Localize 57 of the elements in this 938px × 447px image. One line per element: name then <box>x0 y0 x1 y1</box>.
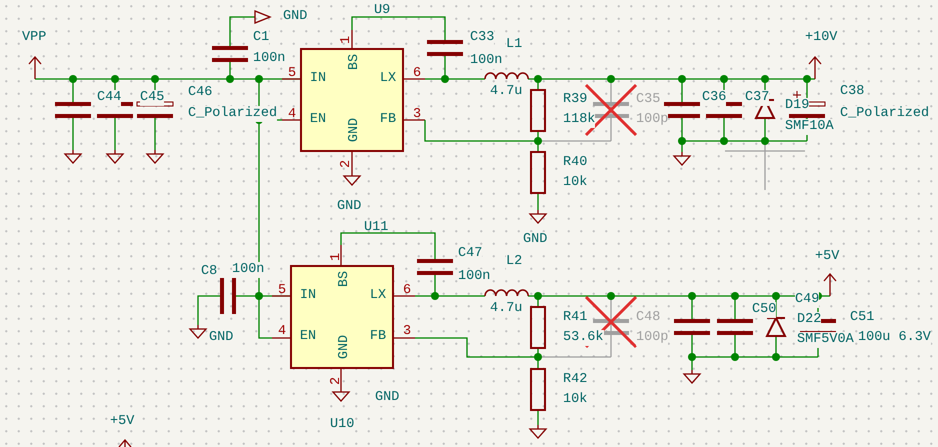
pin-name: GND <box>337 334 353 360</box>
pin-number: 4 <box>288 107 296 123</box>
component-label: C_Polarized <box>840 106 930 122</box>
component-label: 10k <box>563 392 588 408</box>
component-label: C45 <box>140 90 164 106</box>
pin-number: 2 <box>339 160 355 168</box>
component-label: C44 <box>97 90 122 106</box>
pin-number: 5 <box>278 283 286 299</box>
pin-number: 6 <box>412 66 422 82</box>
pin-name: EN <box>300 329 316 345</box>
pin-number: 1 <box>329 252 345 262</box>
pin-number: 3 <box>402 324 412 340</box>
pin-name: FB <box>370 329 386 345</box>
component-label: 100p <box>636 112 668 128</box>
component-label: 53.6k <box>563 330 604 346</box>
pin-number: 4 <box>278 324 286 340</box>
component-label: C33 <box>470 30 494 46</box>
component-label: SMF5V0A <box>797 332 854 348</box>
component-label: 100n <box>458 269 490 285</box>
component-label: C35 <box>636 92 660 108</box>
component-label: C37 <box>745 90 770 106</box>
component-label: VPP <box>22 30 46 46</box>
pin-number: 2 <box>329 376 345 386</box>
component-label: SMF10A <box>785 119 834 135</box>
pin-name: EN <box>310 112 326 128</box>
component-label: R40 <box>563 155 588 171</box>
component-label: 100n <box>470 53 502 69</box>
pin-number: 6 <box>402 283 412 299</box>
component-label: R39 <box>563 92 588 108</box>
component-label: GND <box>209 330 234 346</box>
component-label: 100u 6.3V <box>858 330 931 346</box>
pin-name: FB <box>380 112 396 128</box>
pin-number: 3 <box>412 107 422 123</box>
component-label: L2 <box>506 254 522 270</box>
component-label: U10 <box>330 417 354 433</box>
component-label: C49 <box>795 292 820 308</box>
component-label: 100n <box>232 262 264 278</box>
component-label: C50 <box>752 302 776 318</box>
pin-name: BS <box>337 270 353 288</box>
component-label: C36 <box>702 90 726 106</box>
pin-number: 5 <box>288 66 296 82</box>
pin-number: 1 <box>339 36 355 44</box>
component-label: C1 <box>253 30 270 46</box>
component-label: +10V <box>805 30 838 46</box>
pin-name: LX <box>380 71 396 87</box>
reference-label: U11 <box>364 220 388 236</box>
pin-name: IN <box>310 71 326 87</box>
reference-label: U9 <box>374 3 390 19</box>
component-label: 118k <box>563 112 596 128</box>
component-label: C_Polarized <box>188 106 278 122</box>
pin-name: IN <box>300 288 316 304</box>
component-label: 100p <box>636 330 668 346</box>
pin-name: GND <box>347 118 363 142</box>
pin-name: LX <box>370 288 386 304</box>
component-label: GND <box>375 390 400 406</box>
component-label: GND <box>523 232 548 248</box>
pin-name: BS <box>347 54 363 70</box>
